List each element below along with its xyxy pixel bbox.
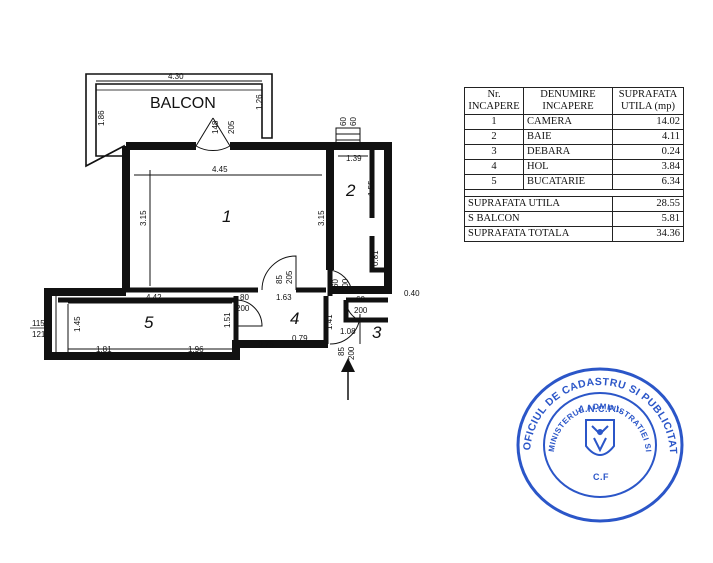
- dim-room5-window-left: 1.81: [96, 345, 112, 354]
- dim-room2-offset: 0.81: [371, 250, 380, 266]
- legend-room-name: DEBARA: [523, 144, 613, 160]
- dim-room1-width: 4.45: [212, 165, 228, 174]
- cadastre-stamp: OFICIUL DE CADASTRU SI PUBLICITATE IMOBI…: [510, 360, 684, 523]
- dim-room2-depth-upper: 1.55: [367, 180, 376, 196]
- dim-room5-door-height: 200: [236, 304, 250, 313]
- dim-left-window-width: 115: [32, 319, 45, 328]
- dim-room2-depth-left: 3.15: [317, 210, 326, 226]
- dim-window-top-height: 60: [349, 117, 358, 126]
- legend-total-row: SUPRAFATA TOTALA 34.36: [464, 226, 684, 242]
- room2-door: [329, 269, 353, 293]
- dim-room2-width: 1.39: [346, 154, 362, 163]
- dim-room3-ext: 0.40: [404, 289, 420, 298]
- dim-room5-window-right: 1.96: [188, 345, 204, 354]
- room3-door: [345, 299, 369, 323]
- balcony-wall: [85, 73, 273, 168]
- dimension-lines: [67, 80, 368, 352]
- legend-room-name: HOL: [523, 159, 613, 175]
- area-legend-table: Nr. INCAPERE DENUMIRE INCAPERE SUPRAFATA…: [464, 87, 684, 242]
- legend-area: 14.02: [612, 114, 684, 130]
- legend-total-row: SUPRAFATA UTILA 28.55: [464, 196, 684, 212]
- legend-total-value: 34.36: [612, 226, 684, 242]
- room-label-4: 4: [290, 309, 299, 328]
- coat-of-arms-icon: [585, 419, 615, 456]
- stamp-top-text: A.N.C.P.I.: [578, 404, 622, 414]
- room1-door: [261, 255, 297, 291]
- dim-room1-door-height: 205: [285, 270, 294, 284]
- dim-hol-depth: 1.41: [325, 314, 334, 330]
- stamp-bottom-text: C.F: [593, 472, 609, 482]
- dim-room1-door-width: 85: [275, 275, 284, 284]
- dim-left-window-height: 121: [32, 330, 46, 339]
- dim-room2-door-width: 60: [331, 279, 340, 288]
- legend-total-row: S BALCON 5.81: [464, 211, 684, 227]
- room-label-2: 2: [345, 181, 356, 200]
- legend-room-name: CAMERA: [523, 114, 613, 130]
- dim-balcony-right-depth: 1.26: [255, 94, 264, 110]
- legend-total-label: S BALCON: [464, 211, 613, 227]
- interior-walls: [58, 150, 388, 344]
- dim-hol-seg-a: 0.75: [258, 340, 274, 349]
- legend-total-label: SUPRAFATA TOTALA: [464, 226, 613, 242]
- legend-area: 6.34: [612, 174, 684, 190]
- legend-row: 1 CAMERA 14.02: [464, 114, 684, 130]
- dim-room2-door-height: 200: [341, 278, 350, 292]
- legend-total-value: 5.81: [612, 211, 684, 227]
- dim-room5-depth: 1.45: [73, 316, 82, 332]
- legend-nr: 1: [464, 114, 524, 130]
- legend-header-name: DENUMIRE INCAPERE: [523, 87, 613, 115]
- dim-room5-right-depth: 1.51: [223, 312, 232, 328]
- legend-area: 3.84: [612, 159, 684, 175]
- entry-arrow: [341, 358, 355, 400]
- dim-room1-depth: 3.15: [139, 210, 148, 226]
- dim-room3-door-width: 60: [356, 295, 365, 304]
- dim-balcony-door-width: 148: [211, 120, 220, 134]
- room-label-5: 5: [144, 313, 154, 332]
- dim-hol-seg-b: 0.79: [292, 334, 308, 343]
- legend-nr: 5: [464, 174, 524, 190]
- balcony-door: [195, 117, 231, 152]
- legend-total-label: SUPRAFATA UTILA: [464, 196, 613, 212]
- legend-room-name: BAIE: [523, 129, 613, 145]
- entry-door: [329, 313, 361, 345]
- dim-room5-width: 4.42: [146, 293, 162, 302]
- dim-hol-width: 1.63: [276, 293, 292, 302]
- legend-area: 0.24: [612, 144, 684, 160]
- legend-row: 3 DEBARA 0.24: [464, 144, 684, 160]
- dim-room3-door-height: 200: [354, 306, 368, 315]
- outer-wall: [44, 142, 392, 360]
- legend-nr: 4: [464, 159, 524, 175]
- dim-balcony-width: 4.30: [168, 72, 184, 81]
- dim-window-top-width: 60: [339, 117, 348, 126]
- dim-entry-door-height: 200: [347, 346, 356, 360]
- legend-nr: 3: [464, 144, 524, 160]
- legend-header-row: Nr. INCAPERE DENUMIRE INCAPERE SUPRAFATA…: [464, 87, 684, 115]
- bath-window: [335, 127, 361, 147]
- dim-hol-depth-b: 1.08: [340, 327, 356, 336]
- legend-total-value: 28.55: [612, 196, 684, 212]
- room5-door: [235, 299, 263, 327]
- legend-room-name: BUCATARIE: [523, 174, 613, 190]
- dim-room5-door-width: 80: [240, 293, 249, 302]
- room-label-1: 1: [222, 207, 231, 226]
- legend-header-nr: Nr. INCAPERE: [464, 87, 524, 115]
- dim-balcony-door-height: 205: [227, 120, 236, 134]
- balcony-railing: [95, 83, 263, 91]
- legend-row: 2 BAIE 4.11: [464, 129, 684, 145]
- legend-nr: 2: [464, 129, 524, 145]
- dim-entry-door-width: 85: [337, 347, 346, 356]
- legend-area: 4.11: [612, 129, 684, 145]
- dim-balcony-left-depth: 1.86: [97, 110, 106, 126]
- legend-row: 4 HOL 3.84: [464, 159, 684, 175]
- legend-header-area: SUPRAFATA UTILA (mp): [612, 87, 684, 115]
- legend-row: 5 BUCATARIE 6.34: [464, 174, 684, 190]
- room-label-3: 3: [372, 323, 382, 342]
- balcony-label: BALCON: [150, 95, 216, 112]
